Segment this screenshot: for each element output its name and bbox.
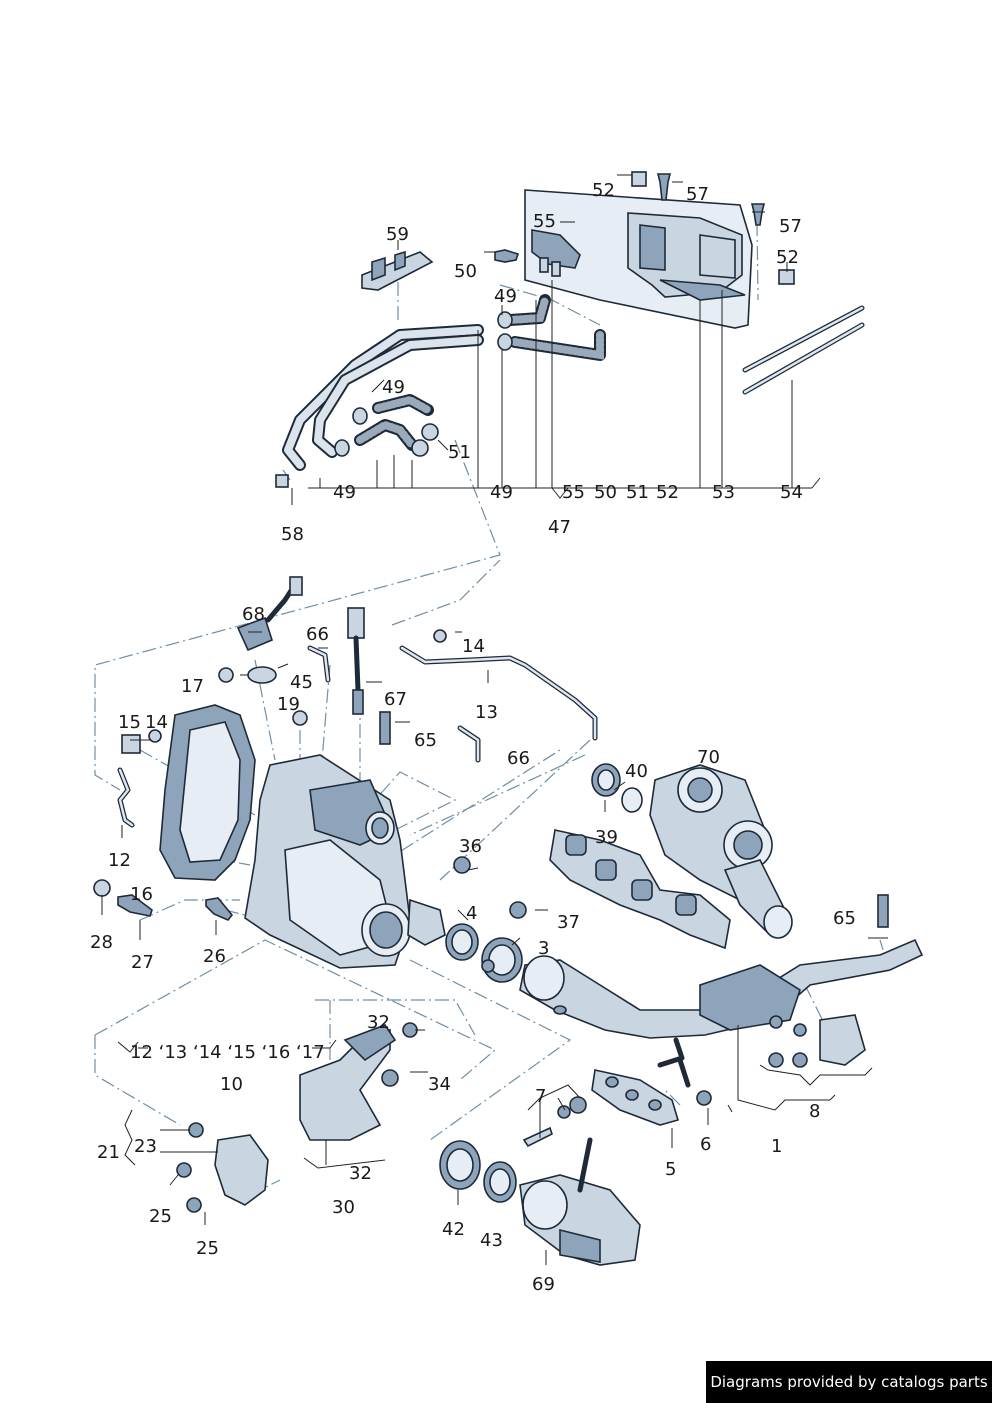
callout-47: 47 <box>548 517 571 538</box>
callout-3: 3 <box>538 938 549 959</box>
callout-28: 28 <box>90 932 113 953</box>
callout-14: 14 <box>145 712 168 733</box>
callout-25: 25 <box>196 1238 219 1259</box>
callout-50: 50 <box>454 261 477 282</box>
callout-49: 49 <box>382 377 405 398</box>
callout-32: 32 <box>367 1012 390 1033</box>
callout-52: 52 <box>592 180 615 201</box>
callout-30: 30 <box>332 1197 355 1218</box>
vacuum-lines <box>282 294 606 471</box>
callout-6: 6 <box>700 1134 711 1155</box>
callout-15: 15 <box>118 712 141 733</box>
hose-clamps <box>275 311 513 488</box>
cable-ties <box>742 305 865 395</box>
callout-66: 66 <box>306 624 329 645</box>
credit-badge: Diagrams provided by catalogs parts <box>706 1361 992 1403</box>
callout-58: 58 <box>281 524 304 545</box>
mounting-bracket <box>524 189 753 329</box>
callout-37: 37 <box>557 912 580 933</box>
callout-42: 42 <box>442 1219 465 1240</box>
callout-1: 1 <box>771 1136 782 1157</box>
callout-8: 8 <box>809 1101 820 1122</box>
callout-54: 54 <box>780 482 803 503</box>
bracket-bolts <box>494 171 795 285</box>
egr-pipe <box>117 645 691 1088</box>
callout-55: 55 <box>533 211 556 232</box>
callout-49: 49 <box>333 482 356 503</box>
callout-26: 26 <box>203 946 226 967</box>
callout-32: 32 <box>349 1163 372 1184</box>
exhaust-pipe <box>519 938 924 1039</box>
callout-70: 70 <box>697 747 720 768</box>
callout-65: 65 <box>833 908 856 929</box>
callout-4: 4 <box>466 903 477 924</box>
callout-68: 68 <box>242 604 265 625</box>
fasteners <box>117 856 808 1213</box>
callout-36: 36 <box>459 836 482 857</box>
callout-51: 51 <box>626 482 649 503</box>
callout-65: 65 <box>414 730 437 751</box>
callout-57: 57 <box>686 184 709 205</box>
callout-50: 50 <box>594 482 617 503</box>
callout-7: 7 <box>535 1086 546 1107</box>
callout-55: 55 <box>562 482 585 503</box>
callout-10: 10 <box>220 1074 243 1095</box>
callout-12: 12 <box>108 850 131 871</box>
clamps-and-gaskets <box>439 763 643 1203</box>
egr-cooler <box>519 1137 641 1266</box>
callout-40: 40 <box>625 761 648 782</box>
callout-43: 43 <box>480 1230 503 1251</box>
callout-14: 14 <box>462 636 485 657</box>
callout-67: 67 <box>384 689 407 710</box>
pressure-sensor <box>531 229 581 277</box>
retaining-clip <box>361 250 434 291</box>
callout-51: 51 <box>448 442 471 463</box>
callout-23: 23 <box>134 1136 157 1157</box>
turbocharger <box>549 764 793 950</box>
heat-shield <box>159 704 256 881</box>
callout-49: 49 <box>490 482 513 503</box>
callout-19: 19 <box>277 694 300 715</box>
callout-27: 27 <box>131 952 154 973</box>
callout-45: 45 <box>290 672 313 693</box>
group-label-12-17: 12 ‘13 ‘14 ‘15 ‘16 ‘17 <box>130 1042 325 1063</box>
callout-59: 59 <box>386 224 409 245</box>
callout-52: 52 <box>776 247 799 268</box>
catalytic-converter <box>244 754 446 969</box>
callout-34: 34 <box>428 1074 451 1095</box>
callout-13: 13 <box>475 702 498 723</box>
callout-53: 53 <box>712 482 735 503</box>
callout-49: 49 <box>494 286 517 307</box>
callout-labels: 52 57 55 57 50 52 59 49 49 51 49 49 55 5… <box>90 180 856 1295</box>
callout-57: 57 <box>779 216 802 237</box>
brackets <box>214 1014 866 1206</box>
callout-25: 25 <box>149 1206 172 1227</box>
leader-lines <box>101 174 888 1265</box>
callout-5: 5 <box>665 1159 676 1180</box>
callout-16: 16 <box>130 884 153 905</box>
callout-66: 66 <box>507 748 530 769</box>
callout-39: 39 <box>595 827 618 848</box>
callout-69: 69 <box>532 1274 555 1295</box>
callout-17: 17 <box>181 676 204 697</box>
callout-21: 21 <box>97 1142 120 1163</box>
callout-52: 52 <box>656 482 679 503</box>
